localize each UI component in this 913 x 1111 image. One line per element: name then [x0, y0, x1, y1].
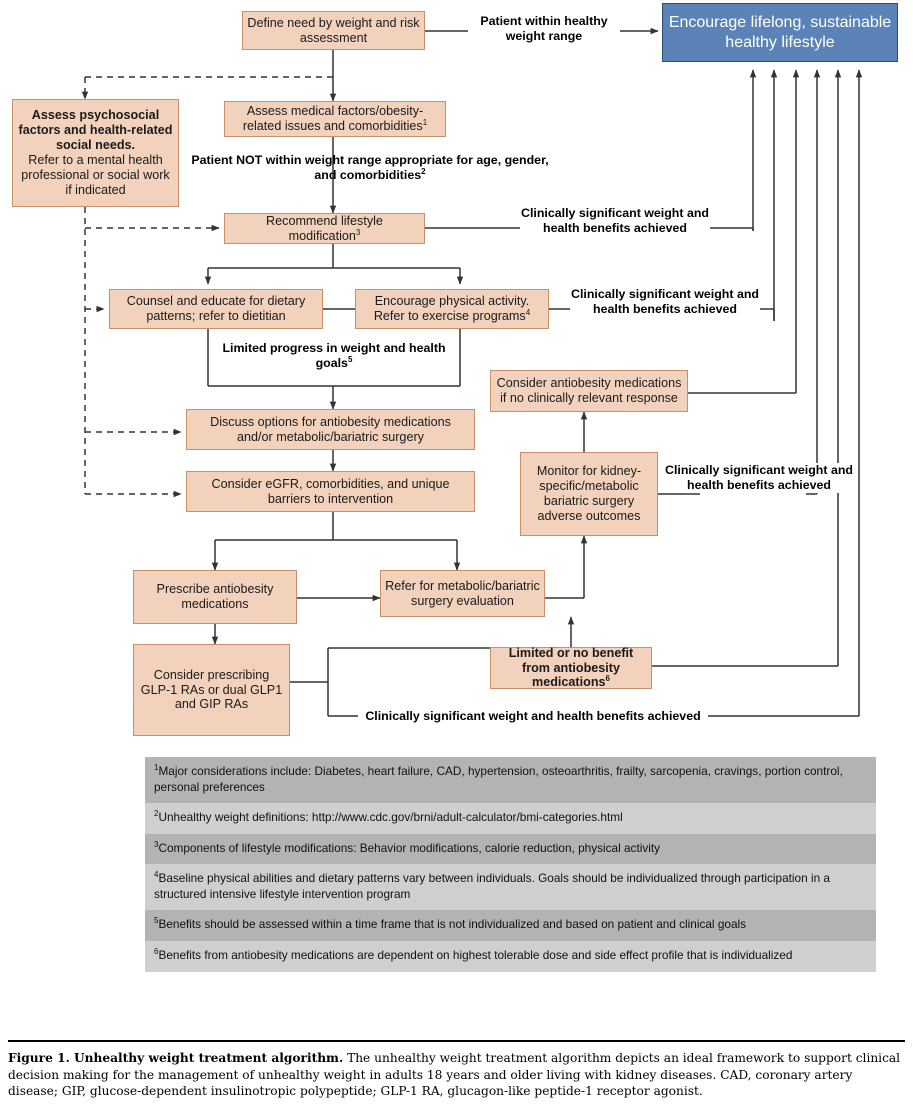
node-assess-medical-label: Assess medical factors/obesity-related i…: [242, 104, 428, 133]
node-goal-label: Encourage lifelong, sustainable healthy …: [668, 14, 892, 51]
node-assess-psychosocial[interactable]: Assess psychosocial factors and health-r…: [12, 99, 179, 207]
edge-label-clin-sig-4: Clinically significant weight and health…: [358, 709, 708, 725]
footnote-row: 4Baseline physical abilities and dietary…: [145, 864, 876, 911]
node-encourage-activity[interactable]: Encourage physical activity. Refer to ex…: [355, 289, 549, 329]
footnotes-list: 1Major considerations include: Diabetes,…: [145, 757, 876, 972]
footnote-text: Major considerations include: Diabetes, …: [154, 764, 843, 794]
caption-divider: [8, 1040, 905, 1042]
node-consider-antiobesity-meds-label: Consider antiobesity medications if no c…: [496, 376, 682, 405]
node-define-need-label: Define need by weight and risk assessmen…: [247, 15, 420, 45]
footnote-marker: 1: [154, 763, 159, 773]
footnote-marker: 4: [154, 870, 159, 880]
node-limited-benefit[interactable]: Limited or no benefit from antiobesity m…: [490, 645, 652, 690]
node-monitor-adverse-outcomes[interactable]: Monitor for kidney-specific/metabolic ba…: [520, 452, 658, 536]
node-consider-glp[interactable]: Consider prescribing GLP-1 RAs or dual G…: [133, 644, 290, 736]
edge-label-patient-not-within: Patient NOT within weight range appropri…: [191, 153, 549, 183]
node-counsel-dietary-label: Counsel and educate for dietary patterns…: [126, 294, 306, 323]
footnote-marker: 3: [154, 839, 159, 849]
edge-label-limited-progress: Limited progress in weight and health go…: [222, 341, 446, 371]
node-prescribe-antiobesity-meds[interactable]: Prescribe antiobesity medications: [133, 570, 297, 624]
footnote-marker: 2: [154, 809, 159, 819]
node-assess-psychosocial-bold: Assess psychosocial factors and health-r…: [18, 108, 173, 153]
footnote-text: Benefits from antiobesity medications ar…: [158, 947, 793, 962]
node-discuss-options-label: Discuss options for antiobesity medicati…: [210, 414, 451, 444]
footnote-text: Unhealthy weight definitions: http://www…: [158, 810, 623, 825]
footnote-row: 5Benefits should be assessed within a ti…: [145, 910, 876, 941]
node-counsel-dietary[interactable]: Counsel and educate for dietary patterns…: [109, 289, 323, 329]
node-recommend-lifestyle[interactable]: Recommend lifestyle modification3: [224, 213, 425, 244]
edge-label-clin-sig-3: Clinically significant weight and health…: [664, 463, 854, 494]
node-assess-medical[interactable]: Assess medical factors/obesity-related i…: [224, 101, 446, 137]
footnote-text: Benefits should be assessed within a tim…: [158, 917, 747, 932]
edge-label-clin-sig-2: Clinically significant weight and health…: [570, 287, 760, 318]
footnote-text: Baseline physical abilities and dietary …: [154, 871, 830, 901]
node-limited-benefit-label: Limited or no benefit from antiobesity m…: [508, 645, 634, 690]
node-encourage-activity-label: Encourage physical activity. Refer to ex…: [373, 294, 531, 323]
footnote-row: 2Unhealthy weight definitions: http://ww…: [145, 803, 876, 834]
footnote-row: 1Major considerations include: Diabetes,…: [145, 757, 876, 804]
node-goal-encourage-lifestyle[interactable]: Encourage lifelong, sustainable healthy …: [662, 3, 898, 62]
node-consider-antiobesity-meds[interactable]: Consider antiobesity medications if no c…: [490, 370, 688, 412]
footnote-row: 6Benefits from antiobesity medications a…: [145, 940, 876, 972]
node-assess-psychosocial-rest: Refer to a mental health professional or…: [21, 153, 170, 197]
node-define-need[interactable]: Define need by weight and risk assessmen…: [242, 11, 425, 50]
node-consider-glp-label: Consider prescribing GLP-1 RAs or dual G…: [140, 667, 283, 712]
node-prescribe-antiobesity-meds-label: Prescribe antiobesity medications: [156, 582, 274, 611]
figure-caption-title: Figure 1. Unhealthy weight treatment alg…: [8, 1051, 344, 1065]
node-consider-egfr-label: Consider eGFR, comorbidities, and unique…: [211, 476, 450, 506]
figure-caption: Figure 1. Unhealthy weight treatment alg…: [8, 1050, 905, 1100]
node-consider-egfr[interactable]: Consider eGFR, comorbidities, and unique…: [186, 471, 475, 512]
node-recommend-lifestyle-label: Recommend lifestyle modification3: [266, 213, 383, 243]
footnote-row: 3Components of lifestyle modifications: …: [145, 833, 876, 865]
edge-label-patient-within-healthy: Patient within healthy weight range: [480, 14, 608, 44]
node-discuss-options[interactable]: Discuss options for antiobesity medicati…: [186, 409, 475, 450]
footnote-marker: 5: [154, 916, 159, 926]
footnote-marker: 6: [154, 947, 159, 957]
node-refer-surgery[interactable]: Refer for metabolic/bariatric surgery ev…: [380, 570, 545, 617]
footnote-text: Components of lifestyle modifications: B…: [158, 840, 661, 855]
edge-label-clin-sig-1: Clinically significant weight and health…: [520, 206, 710, 237]
node-monitor-adverse-outcomes-label: Monitor for kidney-specific/metabolic ba…: [536, 464, 642, 523]
figure-caption-body: The unhealthy weight treatment algorithm…: [8, 1051, 901, 1099]
node-refer-surgery-label: Refer for metabolic/bariatric surgery ev…: [385, 578, 540, 608]
